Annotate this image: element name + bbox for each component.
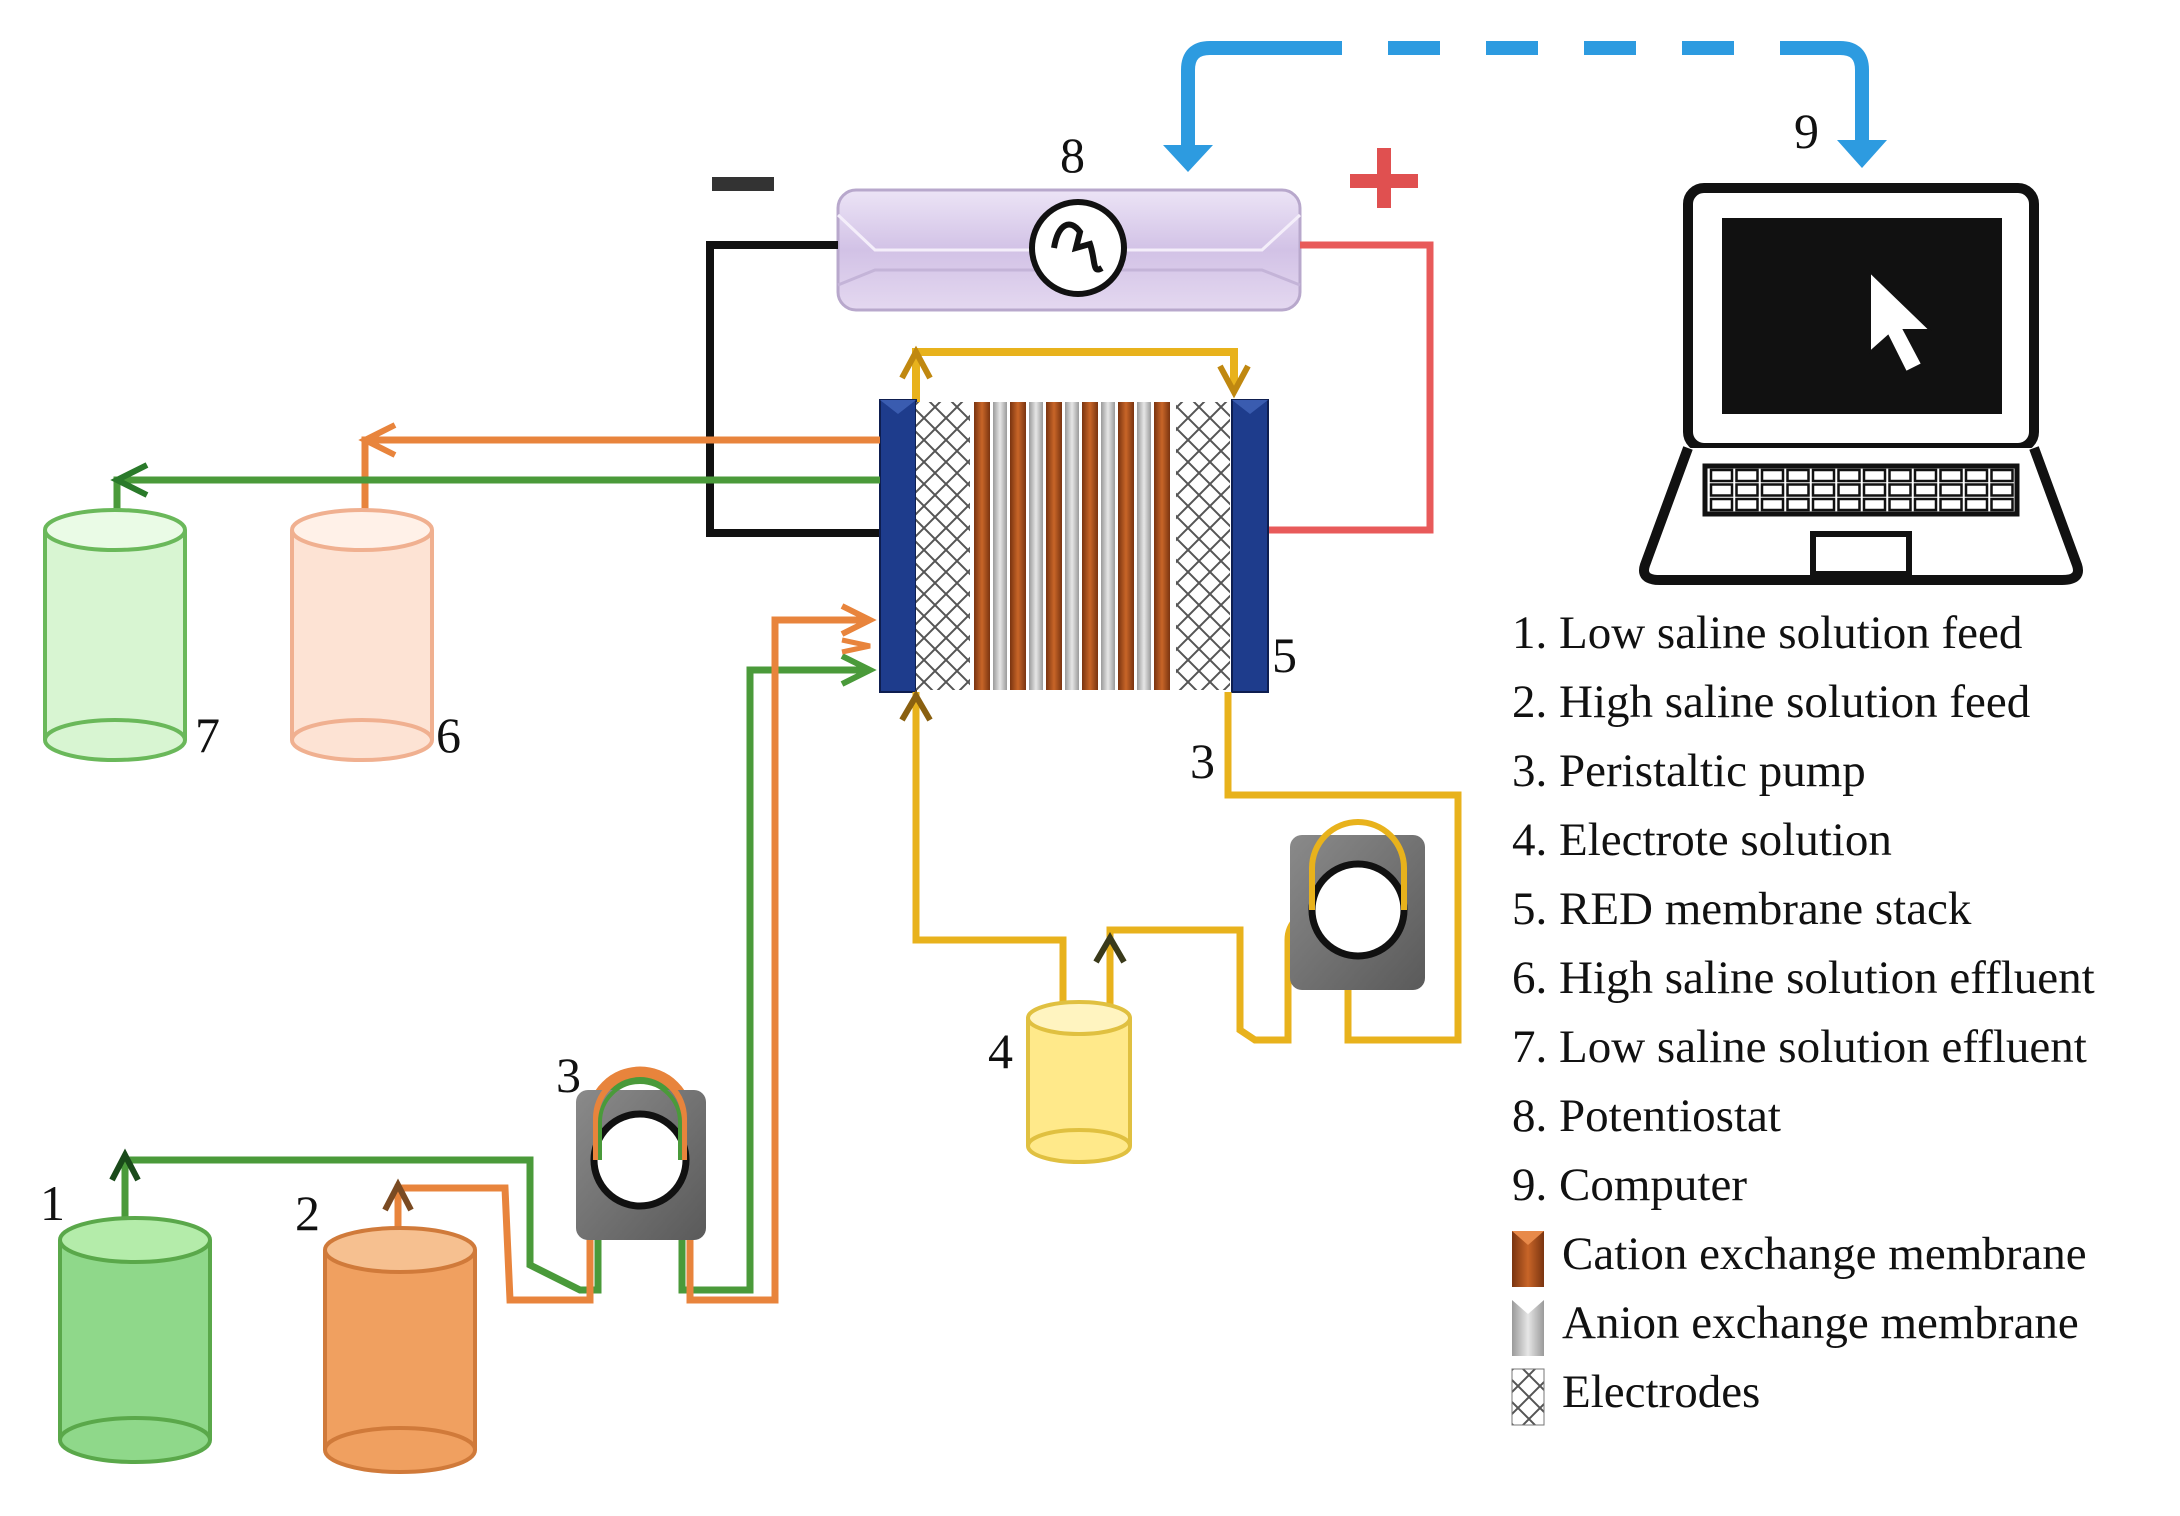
- keyboard-key: [1760, 497, 1785, 512]
- label-9: 9: [1794, 103, 1819, 159]
- keyboard-key: [1990, 497, 2014, 512]
- legend-item: 3. Peristaltic pump: [1512, 745, 1866, 797]
- high-feed-tank: [323, 1226, 477, 1474]
- data-link-arrow-left: [1163, 145, 1213, 172]
- keyboard-key: [1760, 483, 1785, 497]
- keyboard-key: [1837, 483, 1861, 497]
- electrode-right: [1176, 402, 1230, 690]
- keyboard-key: [1760, 468, 1785, 483]
- label-4: 4: [988, 1023, 1013, 1079]
- end-plate-left: [879, 399, 917, 693]
- peristaltic-pump-electrolyte: [1290, 819, 1425, 990]
- keyboard-key: [1964, 468, 1989, 483]
- keyboard-key: [1913, 468, 1938, 483]
- electrode-left: [916, 402, 970, 690]
- keyboard-key: [1811, 497, 1836, 512]
- keyboard-key: [1990, 468, 2014, 483]
- keyboard-key: [1939, 468, 1963, 483]
- keyboard-key: [1709, 483, 1734, 497]
- keyboard-key: [1837, 497, 1861, 512]
- label-3-electrolyte-pump: 3: [1190, 733, 1215, 789]
- cation-membrane: [1082, 402, 1098, 690]
- legend-item: 2. High saline solution feed: [1512, 676, 2030, 728]
- cation-membrane: [1118, 402, 1134, 690]
- label-5: 5: [1272, 627, 1297, 683]
- anion-membrane: [1101, 402, 1115, 690]
- negative-wire: [706, 241, 880, 537]
- keyboard-key: [1786, 483, 1810, 497]
- keyboard-key: [1862, 497, 1887, 512]
- anion-membrane: [1137, 402, 1151, 690]
- minus-sign-icon: [712, 177, 774, 191]
- keyboard-key: [1811, 483, 1836, 497]
- legend-item: Cation exchange membrane: [1562, 1228, 2087, 1280]
- keyboard-key: [1709, 468, 1734, 483]
- legend-item: 8. Potentiostat: [1512, 1090, 1781, 1142]
- keyboard-key: [1811, 468, 1836, 483]
- keyboard-key: [1735, 468, 1759, 483]
- cation-membrane: [1046, 402, 1062, 690]
- label-8: 8: [1060, 127, 1085, 183]
- plus-sign-text: +: [0, 0, 1, 1]
- keyboard-key: [1888, 468, 1912, 483]
- anion-membrane: [993, 402, 1007, 690]
- electrolyte-tank: [1026, 1000, 1132, 1164]
- label-6: 6: [436, 707, 461, 763]
- keyboard-key: [1735, 497, 1759, 512]
- plus-sign-icon: [1350, 148, 1418, 208]
- anion-membrane: [1029, 402, 1043, 690]
- keyboard-key: [1964, 483, 1989, 497]
- legend-item: Anion exchange membrane: [1562, 1297, 2079, 1349]
- label-7: 7: [195, 707, 220, 763]
- red-membrane-stack: [879, 345, 1269, 693]
- keyboard-key: [1913, 483, 1938, 497]
- keyboard-key: [1888, 483, 1912, 497]
- keyboard-key: [1964, 497, 1989, 512]
- legend-item: Electrodes: [1562, 1366, 1760, 1418]
- high-effluent-tank: [290, 508, 434, 762]
- keyboard-key: [1862, 483, 1887, 497]
- low-effluent-tank: [43, 508, 187, 762]
- minus-sign-text: −: [0, 0, 1, 1]
- low-saline-feed-line: [121, 666, 870, 1294]
- positive-wire: [1268, 241, 1434, 534]
- label-1: 1: [40, 1175, 65, 1231]
- cation-membrane: [974, 402, 990, 690]
- data-link: [1181, 41, 1869, 155]
- anion-membrane: [1065, 402, 1079, 690]
- keyboard-key: [1786, 468, 1810, 483]
- keyboard-key: [1939, 483, 1963, 497]
- keyboard-key: [1862, 468, 1887, 483]
- computer-icon: [1639, 183, 2083, 585]
- potentiostat: [836, 188, 1302, 312]
- low-feed-tank: [58, 1216, 212, 1464]
- keyboard-key: [1990, 483, 2014, 497]
- end-plate-right: [1231, 399, 1269, 693]
- data-link-arrow-right: [1837, 140, 1887, 168]
- keyboard-key: [1735, 483, 1759, 497]
- cation-membrane: [1010, 402, 1026, 690]
- keyboard-key: [1786, 497, 1810, 512]
- legend-item: 7. Low saline solution effluent: [1512, 1021, 2087, 1073]
- label-2: 2: [295, 1185, 320, 1241]
- electrode-icon: [1511, 1368, 1545, 1426]
- legend-item: 4. Electrote solution: [1512, 814, 1892, 866]
- peristaltic-pump-feed: [576, 1071, 706, 1240]
- keyboard-key: [1837, 468, 1861, 483]
- cursor-icon: [1869, 269, 1933, 374]
- keyboard-key: [1888, 497, 1912, 512]
- legend-item: 5. RED membrane stack: [1512, 883, 1972, 935]
- keyboard-key: [1913, 497, 1938, 512]
- cation-membrane-icon: [1512, 1231, 1544, 1287]
- keyboard-key: [1939, 497, 1963, 512]
- anion-membrane-icon: [1512, 1300, 1544, 1356]
- keyboard-key: [1709, 497, 1734, 512]
- legend: 1. Low saline solution feed 2. High salin…: [1511, 607, 2095, 1426]
- cation-membrane: [1154, 402, 1170, 690]
- legend-item: 1. Low saline solution feed: [1512, 607, 2022, 659]
- legend-item: 6. High saline solution effluent: [1512, 952, 2095, 1004]
- legend-item: 9. Computer: [1512, 1159, 1747, 1211]
- label-3-feed-pump: 3: [556, 1047, 581, 1103]
